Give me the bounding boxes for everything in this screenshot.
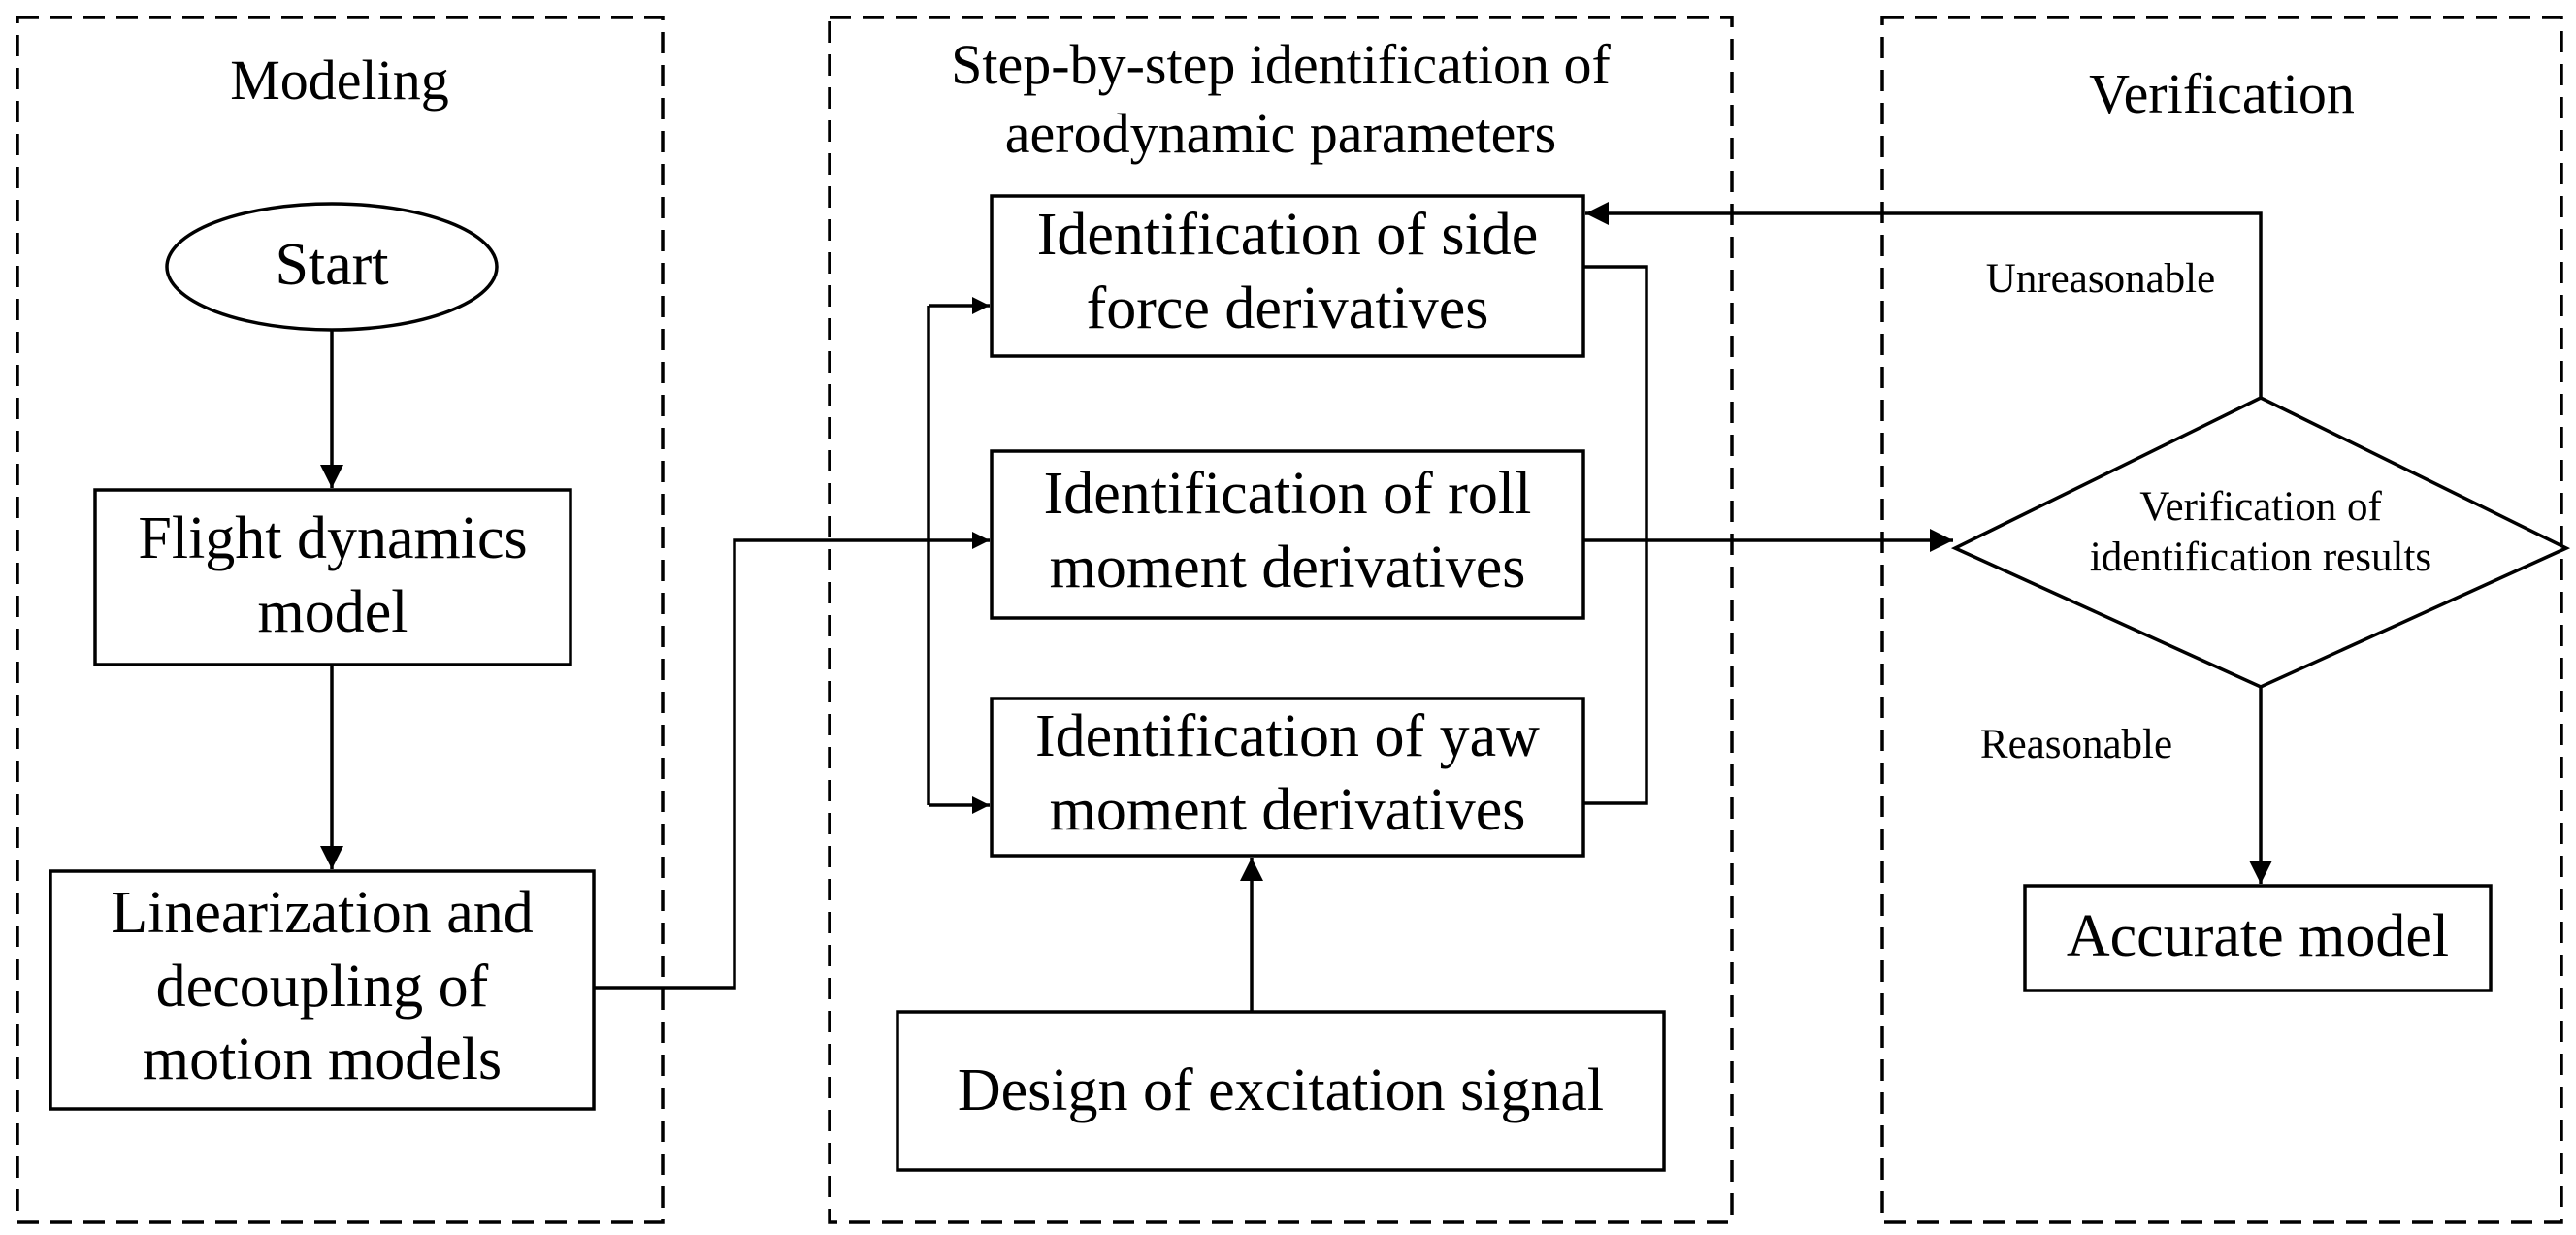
yaw-moment-line2: moment derivatives bbox=[1049, 776, 1526, 843]
verification-panel bbox=[1880, 16, 2563, 1224]
unreasonable-label: Unreasonable bbox=[1985, 256, 2216, 302]
verification-panel-title: Verification bbox=[2089, 62, 2355, 125]
side-force-line1: Identification of side bbox=[1036, 202, 1539, 268]
side-force-node bbox=[990, 194, 1585, 358]
accurate-model-label: Accurate model bbox=[2066, 903, 2450, 969]
linearization-line2: decoupling of bbox=[155, 953, 489, 1020]
excitation-label: Design of excitation signal bbox=[957, 1057, 1605, 1123]
linearization-node bbox=[49, 869, 596, 1111]
side-force-line2: force derivatives bbox=[1086, 275, 1489, 341]
identification-panel-title: Step-by-step identification of aerodynam… bbox=[839, 31, 1722, 169]
accurate-model-node bbox=[2023, 884, 2493, 992]
identification-title-line1: Step-by-step identification of bbox=[951, 33, 1611, 96]
flight-model-label: Flight dynamics model bbox=[95, 503, 571, 649]
identification-panel bbox=[828, 16, 1734, 1224]
linearization-line3: motion models bbox=[142, 1026, 503, 1093]
roll-moment-label: Identification of roll moment derivative… bbox=[992, 458, 1583, 604]
flight-model-node bbox=[93, 488, 572, 666]
roll-moment-line2: moment derivatives bbox=[1049, 534, 1526, 601]
edge-linearization-to-roll bbox=[594, 532, 990, 990]
excitation-node bbox=[896, 1010, 1666, 1172]
reasonable-label: Reasonable bbox=[1979, 722, 2173, 767]
linearization-line1: Linearization and bbox=[111, 880, 534, 946]
identification-title-line2: aerodynamic parameters bbox=[1004, 101, 1557, 165]
flight-model-line2: model bbox=[257, 578, 408, 645]
yaw-moment-line1: Identification of yaw bbox=[1035, 703, 1540, 769]
edge-unreasonable-feedback bbox=[1585, 202, 2263, 398]
roll-moment-node bbox=[990, 449, 1585, 620]
verification-decision-label: Verification of identification results bbox=[1979, 482, 2542, 584]
roll-moment-line1: Identification of roll bbox=[1043, 461, 1532, 527]
side-force-label: Identification of side force derivatives bbox=[992, 199, 1583, 345]
yaw-moment-node bbox=[990, 697, 1585, 858]
modeling-panel-title: Modeling bbox=[230, 49, 449, 112]
verify-line1: Verification of bbox=[2139, 484, 2382, 530]
side-yaw-connector bbox=[1583, 265, 1648, 805]
verify-line2: identification results bbox=[2089, 535, 2432, 581]
linearization-label: Linearization and decoupling of motion m… bbox=[50, 877, 594, 1097]
yaw-moment-label: Identification of yaw moment derivatives bbox=[992, 700, 1583, 847]
flight-model-line1: Flight dynamics bbox=[138, 505, 528, 571]
start-label: Start bbox=[275, 232, 389, 298]
